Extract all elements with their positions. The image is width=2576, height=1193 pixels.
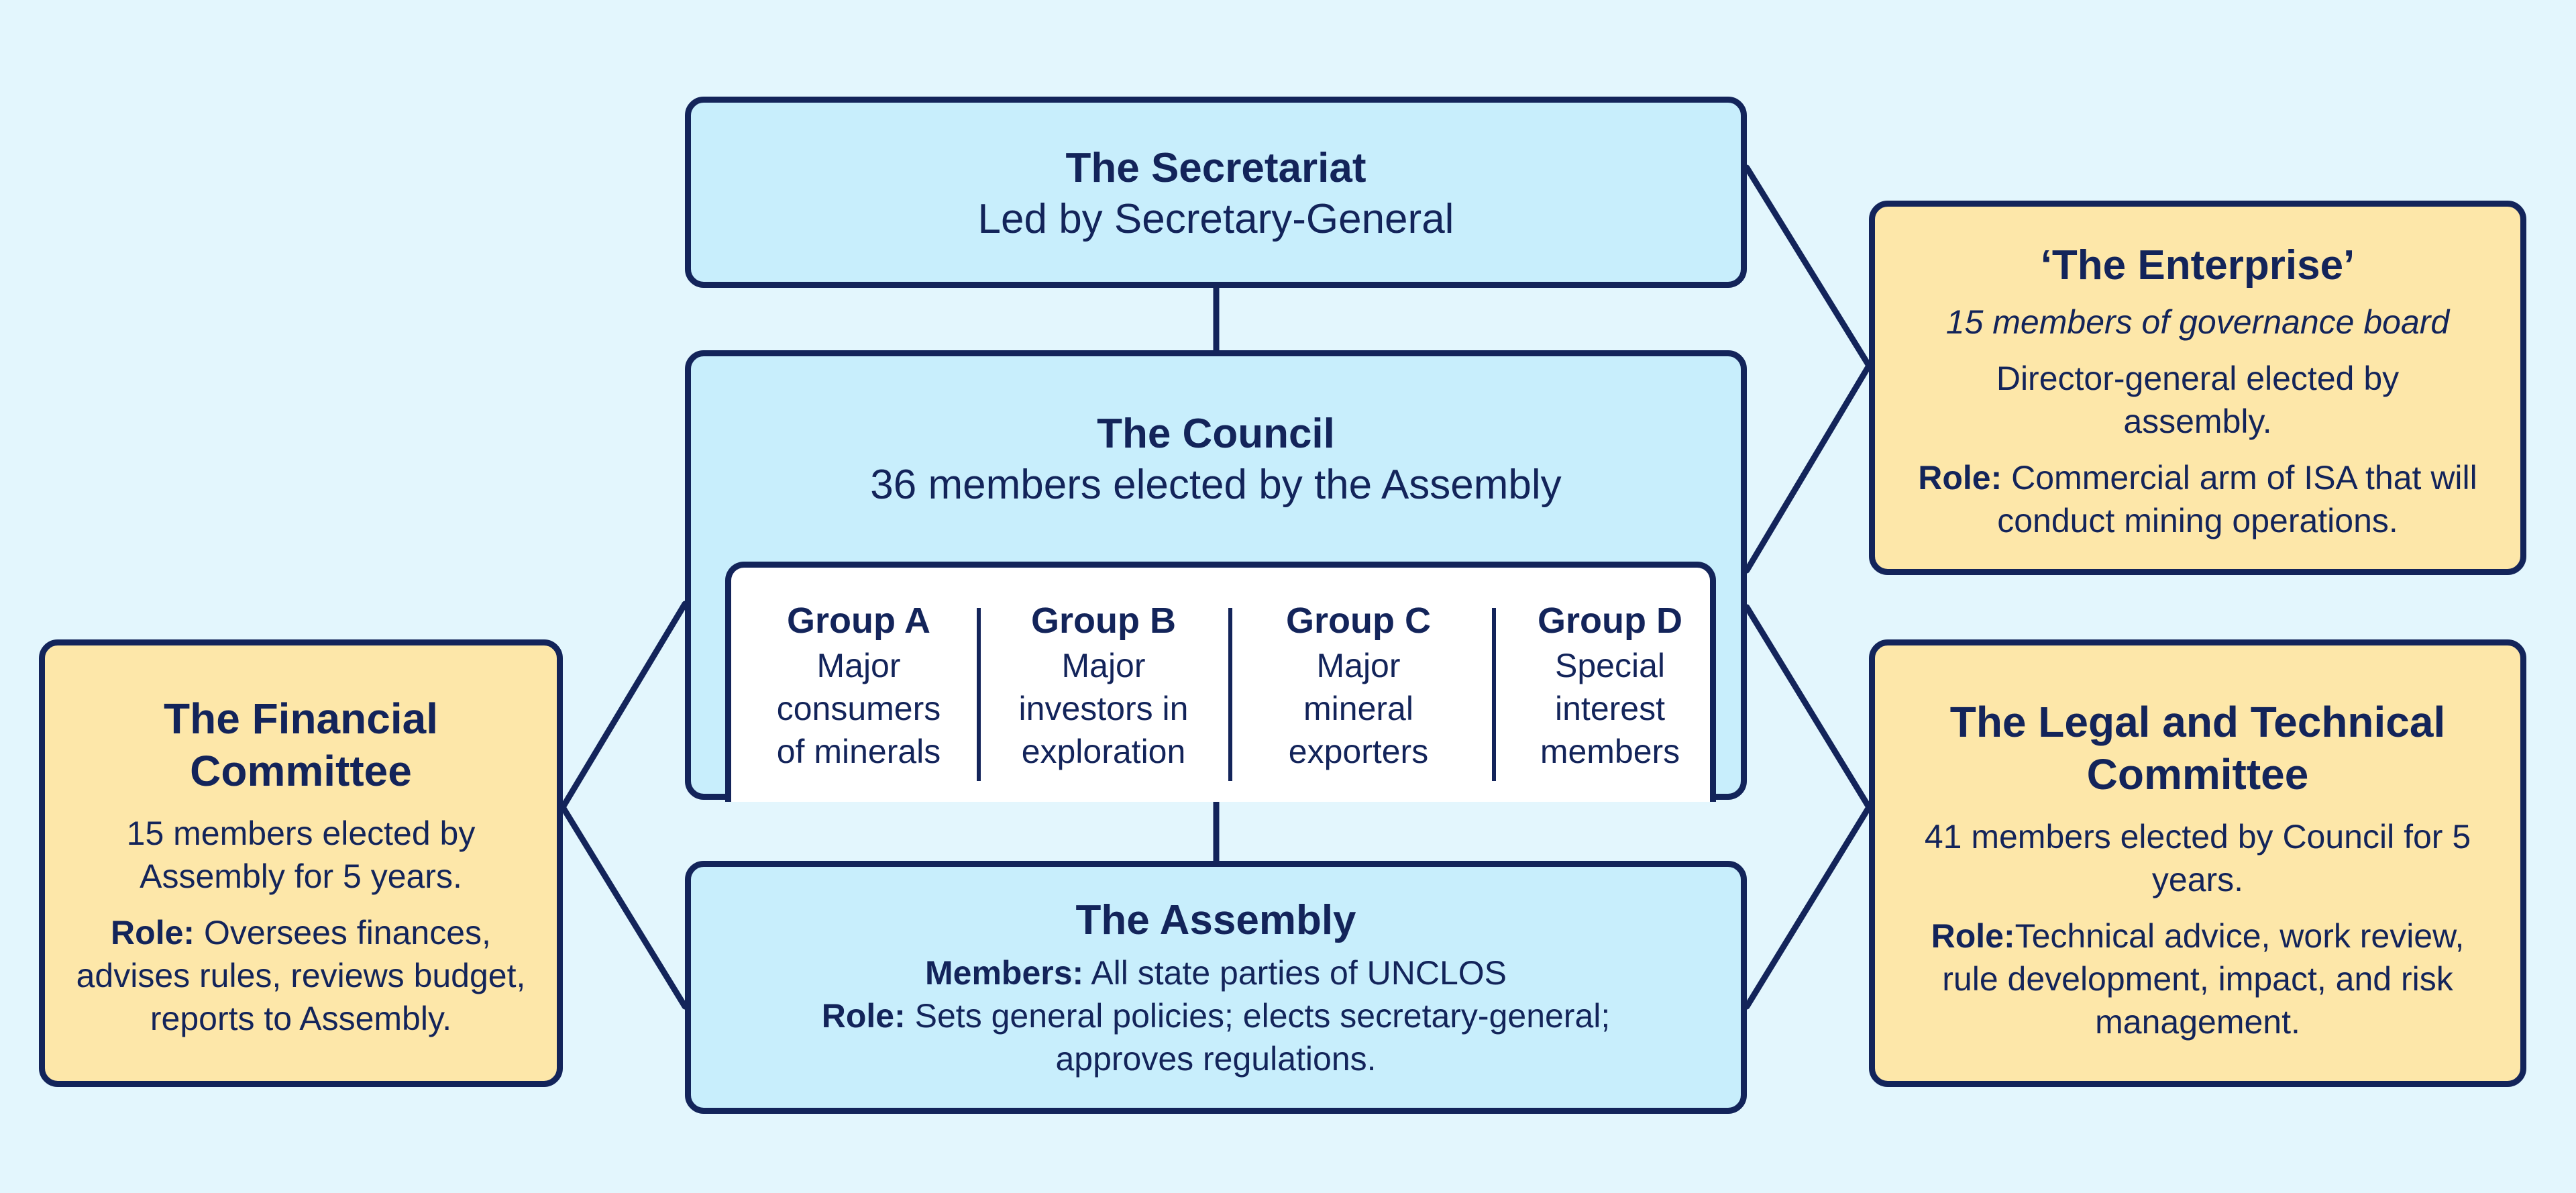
enterprise-director-line: assembly. xyxy=(2123,403,2272,440)
legal-role-line: Role:Technical advice, work review, xyxy=(1875,915,2520,957)
council-subtitle: 36 members elected by the Assembly xyxy=(870,462,1562,508)
group-divider xyxy=(977,608,981,781)
group-divider xyxy=(1228,608,1232,781)
legal-members-line: 41 members elected by Council for 5 xyxy=(1924,818,2471,855)
financial-role-line: reports to Assembly. xyxy=(150,1000,452,1037)
enterprise-title: ‘The Enterprise’ xyxy=(2040,242,2355,289)
council-groups-panel: Group A Major consumers of minerals Grou… xyxy=(725,562,1716,802)
secretariat-box: The Secretariat Led by Secretary-General xyxy=(685,97,1747,288)
legal-role: Role:Technical advice, work review, rule… xyxy=(1875,915,2520,1043)
legal-members: 41 members elected by Council for 5 year… xyxy=(1875,815,2520,901)
connector-legal-assembly xyxy=(1743,804,1872,1010)
assembly-box: The Assembly Members: All state parties … xyxy=(685,861,1747,1114)
enterprise-role: Role: Commercial arm of ISA that will co… xyxy=(1875,456,2520,542)
group-a-name: Group A xyxy=(787,601,930,641)
assembly-members-text: All state parties of UNCLOS xyxy=(1091,954,1507,992)
group-b-desc-line: investors in xyxy=(1018,690,1189,727)
enterprise-role-line: Role: Commercial arm of ISA that will xyxy=(1875,456,2520,499)
secretariat-subtitle: Led by Secretary-General xyxy=(977,196,1454,242)
legal-role-line: rule development, impact, and risk xyxy=(1942,960,2453,998)
group-b: Group B Major investors in exploration xyxy=(1003,597,1204,773)
group-d-desc-line: interest xyxy=(1555,690,1665,727)
group-c-desc-line: exporters xyxy=(1288,733,1429,770)
enterprise-role-text: Commercial arm of ISA that will xyxy=(2011,459,2477,497)
group-a: Group A Major consumers of minerals xyxy=(758,597,959,773)
secretariat-title: The Secretariat xyxy=(1065,145,1366,191)
financial-members-line: 15 members elected by xyxy=(126,815,476,852)
financial-role: Role: Oversees finances, advises rules, … xyxy=(45,911,557,1040)
financial-role-line: Role: Oversees finances, xyxy=(45,911,557,954)
connector-financial-assembly xyxy=(559,804,688,1010)
group-a-desc-line: Major xyxy=(816,647,901,684)
assembly-members-label: Members: xyxy=(924,954,1084,992)
enterprise-role-label: Role: xyxy=(1918,459,2002,497)
financial-members: 15 members elected by Assembly for 5 yea… xyxy=(45,812,557,898)
assembly-role: Role: Sets general policies; elects secr… xyxy=(691,994,1741,1037)
connector-enterprise-council xyxy=(1743,362,1872,574)
legal-role-text: Technical advice, work review, xyxy=(2015,917,2465,955)
financial-members-line: Assembly for 5 years. xyxy=(140,858,462,895)
financial-title-line: The Financial xyxy=(164,694,438,743)
group-d: Group D Special interest members xyxy=(1509,597,1711,773)
group-a-desc-line: of minerals xyxy=(776,733,941,770)
council-box: The Council 36 members elected by the As… xyxy=(685,350,1747,802)
financial-committee-box: The Financial Committee 15 members elect… xyxy=(39,639,563,1087)
financial-role-line: advises rules, reviews budget, xyxy=(76,957,526,994)
assembly-title: The Assembly xyxy=(1075,897,1356,943)
group-d-name: Group D xyxy=(1538,601,1682,641)
group-c: Group C Major mineral exporters xyxy=(1258,597,1459,773)
financial-title-line: Committee xyxy=(190,747,412,795)
connector-financial-council xyxy=(559,601,688,811)
group-c-desc-line: Major xyxy=(1316,647,1401,684)
legal-role-line: management. xyxy=(2095,1003,2300,1041)
enterprise-director-line: Director-general elected by xyxy=(1996,360,2400,397)
legal-role-label: Role: xyxy=(1931,917,2015,955)
assembly-role-text-cont: approves regulations. xyxy=(1055,1040,1377,1078)
enterprise-box: ‘The Enterprise’ 15 members of governanc… xyxy=(1869,201,2526,575)
financial-role-label: Role: xyxy=(111,914,195,951)
group-a-desc-line: consumers xyxy=(776,690,941,727)
enterprise-director: Director-general elected by assembly. xyxy=(1875,357,2520,443)
legal-title-line: Committee xyxy=(2086,750,2309,798)
group-b-desc-line: Major xyxy=(1061,647,1146,684)
group-b-name: Group B xyxy=(1031,601,1176,641)
connector-legal-council xyxy=(1743,604,1872,811)
enterprise-board: 15 members of governance board xyxy=(1945,303,2450,341)
group-c-desc-line: mineral xyxy=(1303,690,1413,727)
council-title: The Council xyxy=(1097,411,1335,457)
assembly-members: Members: All state parties of UNCLOS xyxy=(691,951,1741,994)
group-divider xyxy=(1492,608,1496,781)
legal-technical-committee-box: The Legal and Technical Committee 41 mem… xyxy=(1869,639,2526,1087)
connector-enterprise-secretariat xyxy=(1743,164,1872,369)
financial-role-text: Oversees finances, xyxy=(203,914,491,951)
assembly-role-text: Sets general policies; elects secretary-… xyxy=(914,997,1611,1035)
group-c-name: Group C xyxy=(1286,601,1431,641)
group-d-desc-line: Special xyxy=(1555,647,1665,684)
legal-members-line: years. xyxy=(2151,861,2244,898)
group-b-desc-line: exploration xyxy=(1021,733,1186,770)
assembly-role-label: Role: xyxy=(821,997,906,1035)
legal-title: The Legal and Technical Committee xyxy=(1875,696,2520,800)
enterprise-role-line: conduct mining operations. xyxy=(1997,502,2398,539)
group-d-desc-line: members xyxy=(1540,733,1680,770)
legal-title-line: The Legal and Technical xyxy=(1949,698,2446,746)
financial-title: The Financial Committee xyxy=(45,692,557,797)
